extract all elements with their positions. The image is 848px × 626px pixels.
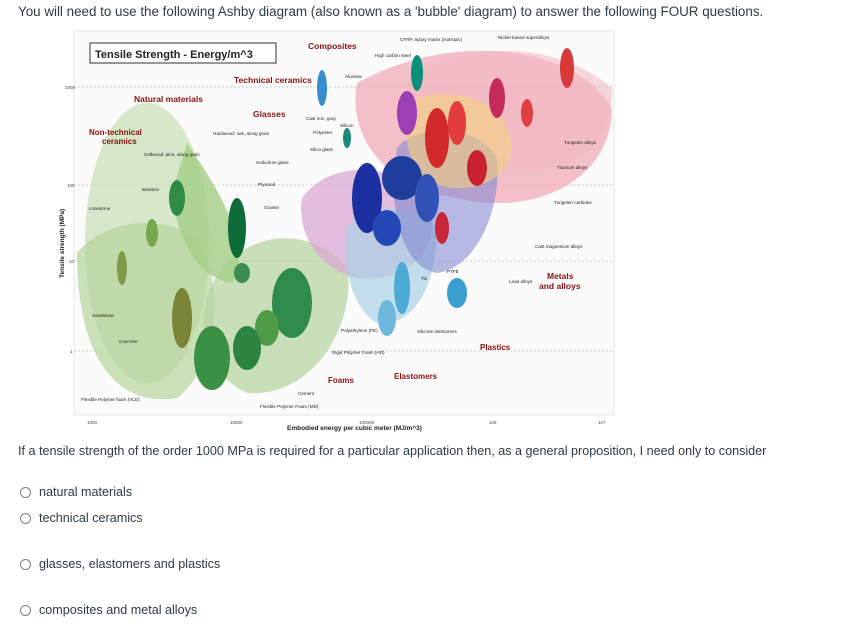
svg-text:Silica glass: Silica glass (310, 147, 334, 152)
label-composites: Composites (308, 41, 357, 51)
svg-text:1000: 1000 (65, 85, 76, 90)
svg-text:10: 10 (69, 259, 75, 264)
svg-text:Polyethylene (PE): Polyethylene (PE) (341, 328, 378, 333)
label-glasses: Glasses (253, 109, 286, 119)
svg-text:Silicone elastomers: Silicone elastomers (417, 329, 458, 334)
label-metals-and-alloys: Metals (547, 271, 574, 281)
svg-text:High carbon steel: High carbon steel (375, 53, 411, 58)
svg-text:Softwood: pine, along grain: Softwood: pine, along grain (144, 152, 200, 157)
material-blob (169, 180, 185, 216)
svg-text:Concrete: Concrete (119, 339, 138, 344)
svg-text:Plywood: Plywood (258, 182, 276, 187)
svg-text:1e6: 1e6 (489, 420, 497, 425)
option-label: composites and metal alloys (39, 603, 198, 617)
svg-text:Alumina: Alumina (345, 74, 362, 79)
svg-text:Silicon: Silicon (340, 123, 354, 128)
label-non-technical-ceramics: Non-technical (89, 128, 142, 137)
svg-text:Tungsten carbides: Tungsten carbides (554, 200, 592, 205)
diagram-title: Tensile Strength - Energy/m^3 (95, 49, 253, 61)
family-bubble-glasses (172, 143, 239, 283)
option-label: technical ceramics (39, 511, 143, 525)
family-bubble-non-technical-ceramics (77, 222, 215, 400)
svg-text:Polyester: Polyester (313, 130, 333, 135)
svg-text:Tungsten alloys: Tungsten alloys (564, 140, 597, 145)
option-composites-metal-alloys[interactable]: composites and metal alloys (20, 603, 197, 617)
svg-text:Tin: Tin (421, 276, 428, 281)
radio-button[interactable] (20, 558, 31, 570)
svg-text:Cast iron, gray: Cast iron, gray (306, 116, 337, 121)
label-plastics: Plastics (480, 343, 511, 352)
radio-button[interactable] (20, 604, 31, 616)
option-label: glasses, elastomers and plastics (39, 557, 221, 571)
svg-text:100000: 100000 (359, 420, 375, 425)
radio-button[interactable] (20, 486, 31, 498)
svg-text:Nickel-based superalloys: Nickel-based superalloys (498, 35, 550, 40)
svg-text:Sandstone: Sandstone (92, 313, 114, 318)
label-natural-materials: Natural materials (134, 94, 203, 104)
option-glasses-elastomers-plastics[interactable]: glasses, elastomers and plastics (20, 557, 220, 571)
ashby-diagram: Tensile Strength - Energy/m^3 Natural ma… (57, 28, 617, 433)
label-technical-ceramics: Technical ceramics (234, 75, 312, 85)
svg-text:Lead alloys: Lead alloys (509, 279, 533, 284)
svg-text:Titanium alloys: Titanium alloys (557, 165, 588, 170)
label-foams: Foams (328, 376, 354, 385)
option-technical-ceramics[interactable]: technical ceramics (20, 511, 143, 525)
svg-text:Rigid Polymer Foam (HD): Rigid Polymer Foam (HD) (332, 350, 385, 355)
svg-text:1e7: 1e7 (598, 420, 606, 425)
svg-text:Cement: Cement (298, 391, 315, 396)
svg-text:Hardwood: oak, along grain: Hardwood: oak, along grain (213, 131, 270, 136)
svg-text:1000: 1000 (87, 420, 98, 425)
label-elastomers: Elastomers (394, 372, 438, 381)
svg-text:Flexible Polymer Foam (MD): Flexible Polymer Foam (MD) (260, 404, 319, 409)
svg-text:Cast magnesium alloys: Cast magnesium alloys (535, 244, 583, 249)
svg-text:ceramics: ceramics (102, 137, 137, 146)
svg-text:100: 100 (67, 183, 75, 188)
option-label: natural materials (39, 485, 133, 499)
x-axis-label: Embodied energy per cubic meter (MJ/m^3) (287, 424, 422, 432)
svg-text:Soda-lime glass: Soda-lime glass (256, 160, 289, 165)
radio-button[interactable] (20, 512, 31, 524)
intro-text: You will need to use the following Ashby… (18, 4, 764, 19)
question-text: If a tensile strength of the order 1000 … (18, 444, 767, 458)
y-axis-label: Tensile strength (MPa) (59, 209, 66, 278)
option-natural-materials[interactable]: natural materials (20, 485, 132, 499)
svg-text:Granite: Granite (264, 205, 280, 210)
svg-text:Flexible Polymer foam (VLD): Flexible Polymer foam (VLD) (81, 397, 140, 402)
svg-text:CFRP, epoxy matrix (isotropic): CFRP, epoxy matrix (isotropic) (400, 37, 462, 42)
svg-text:Bamboo: Bamboo (142, 187, 160, 192)
svg-text:10000: 10000 (230, 420, 243, 425)
svg-text:Limestone: Limestone (89, 206, 111, 211)
svg-text:PTFE: PTFE (447, 269, 459, 274)
svg-text:1: 1 (70, 349, 73, 354)
svg-text:and alloys: and alloys (539, 281, 581, 291)
